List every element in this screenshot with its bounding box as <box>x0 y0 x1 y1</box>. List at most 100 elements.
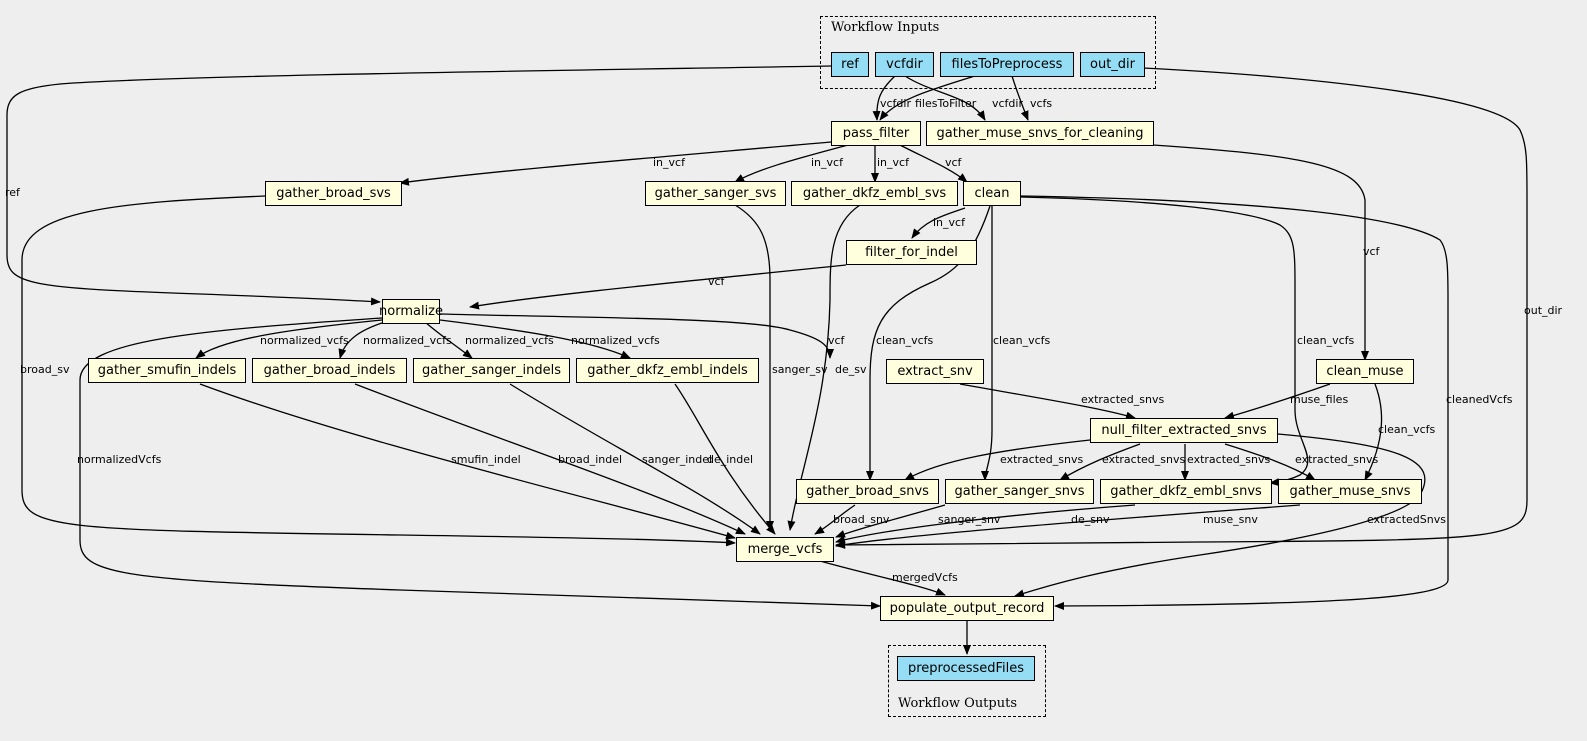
edge-label: clean_vcfs <box>993 334 1051 347</box>
edge-pf-clean <box>899 144 968 183</box>
edge-extract-null <box>959 383 1136 420</box>
input-out-dir[interactable]: out_dir <box>1080 52 1145 77</box>
edge-label: normalized_vcfs <box>571 334 660 347</box>
edge-label: in_vcf <box>811 156 843 169</box>
edge-sangerindel <box>509 383 761 535</box>
output-preprocessed-files[interactable]: preprocessedFiles <box>897 656 1035 681</box>
step-null-filter-extracted-snvs[interactable]: null_filter_extracted_snvs <box>1090 418 1278 443</box>
step-gather-broad-snvs[interactable]: gather_broad_snvs <box>796 479 939 504</box>
edge-norm-extract <box>439 313 834 359</box>
edge-extractedsnvs <box>1014 433 1426 598</box>
step-gather-broad-svs[interactable]: gather_broad_svs <box>265 181 402 206</box>
edge-label: vcfdir <box>992 97 1023 110</box>
input-vcfdir[interactable]: vcfdir <box>875 52 934 77</box>
step-gather-sanger-svs[interactable]: gather_sanger_svs <box>645 181 786 206</box>
edge-pf-sangersvs <box>734 144 849 183</box>
edge-label: normalizedVcfs <box>77 453 162 466</box>
step-gather-muse-snvs-for-cleaning[interactable]: gather_muse_snvs_for_cleaning <box>926 121 1154 146</box>
edge-normalizedvcfs <box>79 317 881 610</box>
edge-label: broad_indel <box>558 453 623 466</box>
edge-label: sanger_snv <box>938 513 1001 526</box>
edge-label: vcfdir <box>880 97 911 110</box>
edge-label: in_vcf <box>933 216 965 229</box>
edge-label: vcf <box>828 334 845 347</box>
step-gather-smufin-indels[interactable]: gather_smufin_indels <box>88 358 246 383</box>
step-populate-output-record[interactable]: populate_output_record <box>880 596 1054 621</box>
edge-label: vcf <box>945 156 962 169</box>
edge-null-sangersnvs <box>1059 443 1141 481</box>
edge-null-broadsnvs <box>904 439 1091 481</box>
edge-clean-dkfzsnvs <box>1020 196 1309 487</box>
edge-label: extracted_snvs <box>1081 393 1165 406</box>
edge-label: vcf <box>1363 245 1380 258</box>
step-gather-sanger-indels[interactable]: gather_sanger_indels <box>413 358 570 383</box>
edge-broadsnv <box>814 504 856 535</box>
step-merge-vcfs[interactable]: merge_vcfs <box>736 537 834 562</box>
edge-cleanmuse-null <box>1224 383 1331 420</box>
edge-label: de_snv <box>1071 513 1110 526</box>
step-gather-muse-snvs[interactable]: gather_muse_snvs <box>1278 479 1422 504</box>
edge-files-pass <box>879 75 976 121</box>
edge-label: mergedVcfs <box>892 571 958 584</box>
edge-label: ref <box>5 186 20 199</box>
workflow-inputs-cluster <box>820 16 1156 89</box>
edge-label: filesToFilter <box>915 97 977 110</box>
workflow-outputs-cluster <box>888 645 1046 717</box>
edge-label: clean_vcfs <box>876 334 934 347</box>
step-extract-snv[interactable]: extract_snv <box>886 359 984 384</box>
edge-sangersv <box>734 204 774 531</box>
edge-musesnv <box>835 504 1301 549</box>
edge-merged <box>819 560 946 596</box>
edge-label: out_dir <box>1524 304 1563 317</box>
edge-cleanmuse-musesnvs <box>1364 383 1383 481</box>
edge-label: broad_sv <box>20 363 70 376</box>
step-filter-for-indel[interactable]: filter_for_indel <box>846 240 977 265</box>
edge-cleanedvcfs <box>1020 195 1449 610</box>
edge-label: sanger_sv <box>772 363 828 376</box>
edge-label: muse_files <box>1290 393 1349 406</box>
edge-vcfdir-pass <box>872 75 896 121</box>
edge-label: extracted_snvs <box>1187 453 1271 466</box>
edge-label: in_vcf <box>877 156 909 169</box>
edge-null-musesnvs <box>1224 443 1316 481</box>
edge-desnv <box>835 504 1136 544</box>
step-clean-muse[interactable]: clean_muse <box>1316 359 1414 384</box>
edge-label: de_indel <box>707 453 754 466</box>
input-ref[interactable]: ref <box>831 52 869 77</box>
step-gather-broad-indels[interactable]: gather_broad_indels <box>252 358 407 383</box>
edge-label: sanger_indel <box>642 453 713 466</box>
workflow-outputs-label: Workflow Outputs <box>898 696 1017 711</box>
edge-label: in_vcf <box>653 156 685 169</box>
step-gather-dkfz-embl-snvs[interactable]: gather_dkfz_embl_snvs <box>1100 479 1272 504</box>
step-normalize[interactable]: normalize <box>379 299 443 324</box>
edge-label: clean_vcfs <box>1297 334 1355 347</box>
step-gather-dkfz-embl-svs[interactable]: gather_dkfz_embl_svs <box>791 181 958 206</box>
input-files-to-preprocess[interactable]: filesToPreprocess <box>940 52 1074 77</box>
edge-label: extracted_snvs <box>1102 453 1186 466</box>
edge-label: normalized_vcfs <box>363 334 452 347</box>
step-clean[interactable]: clean <box>963 181 1021 206</box>
edge-smufin <box>199 383 736 540</box>
edge-label: extractedSnvs <box>1367 513 1446 526</box>
edge-clean-ffi <box>911 207 966 239</box>
edge-norm-dkfz <box>439 319 631 359</box>
step-gather-sanger-snvs[interactable]: gather_sanger_snvs <box>945 479 1094 504</box>
edge-norm-smufin <box>195 319 383 359</box>
edge-label: muse_snv <box>1203 513 1258 526</box>
workflow-inputs-label: Workflow Inputs <box>831 20 940 35</box>
edge-label: extracted_snvs <box>1295 453 1379 466</box>
edge-files-muse <box>1011 75 1029 121</box>
edge-label: smufin_indel <box>451 453 521 466</box>
edge-label: cleanedVcfs <box>1446 393 1513 406</box>
edge-norm-broad <box>338 321 386 359</box>
step-gather-dkfz-embl-indels[interactable]: gather_dkfz_embl_indels <box>576 358 759 383</box>
edge-label: broad_snv <box>833 513 890 526</box>
edge-label: extracted_snvs <box>1000 453 1084 466</box>
edge-outdir <box>835 67 1528 549</box>
edge-label: clean_vcfs <box>1378 423 1436 436</box>
edge-clean-sangersnvs <box>981 206 993 481</box>
step-pass-filter[interactable]: pass_filter <box>831 121 921 146</box>
edge-ffi-normalize <box>469 264 847 310</box>
